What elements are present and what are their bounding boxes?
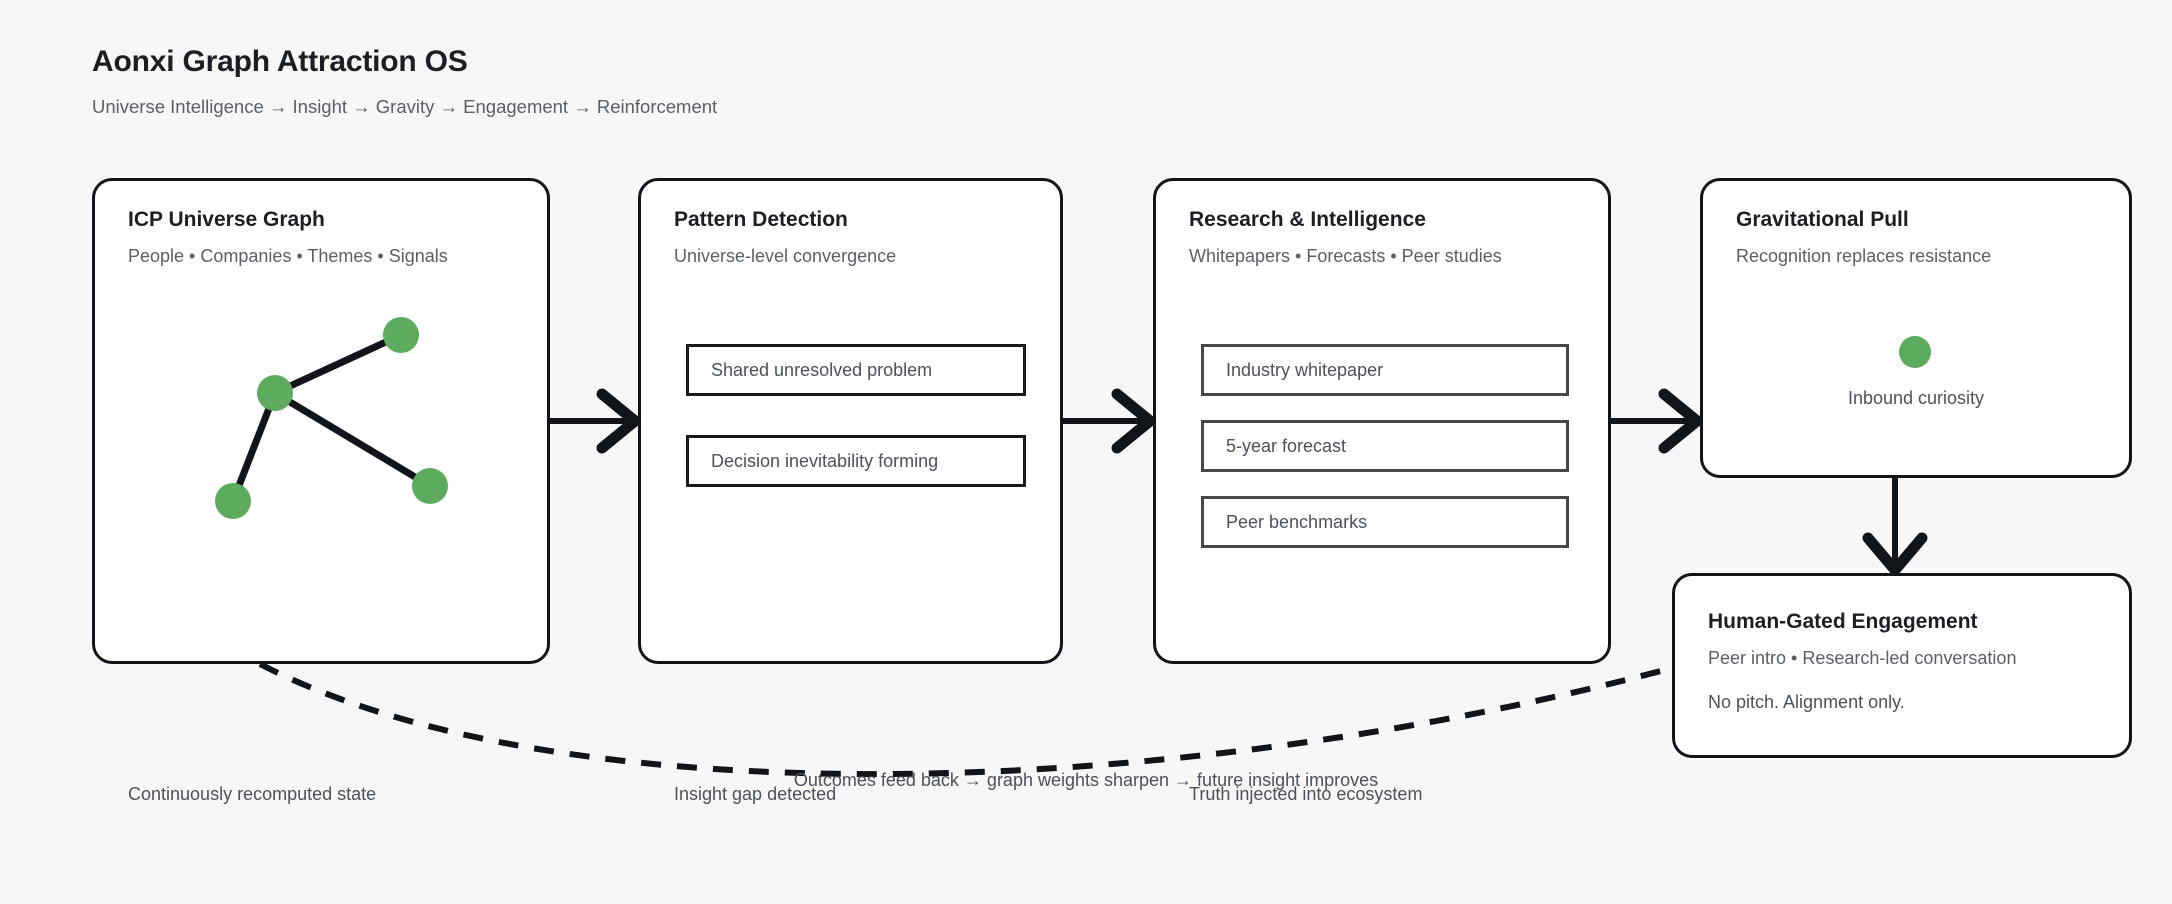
chip-label: Industry whitepaper: [1226, 359, 1384, 380]
card-subtitle: People • Companies • Themes • Signals: [128, 246, 448, 266]
chip-label: Shared unresolved problem: [711, 359, 933, 380]
card-icp-universe-graph[interactable]: ICP Universe Graph People • Companies • …: [92, 178, 550, 804]
chip-label: Decision inevitability forming: [711, 450, 939, 471]
card-pattern-detection[interactable]: Pattern Detection Universe-level converg…: [638, 178, 1063, 804]
card-subtitle: Recognition replaces resistance: [1736, 246, 1992, 266]
chip-shared-unresolved-problem[interactable]: Shared unresolved problem: [686, 344, 1026, 396]
gravity-node-dot: [1899, 336, 1931, 368]
arrow-head-2: [1111, 388, 1156, 454]
card-subtitle: Universe-level convergence: [674, 246, 897, 266]
feedback-loop-dashed-path: [258, 661, 1673, 778]
chip-decision-inevitability-forming[interactable]: Decision inevitability forming: [686, 435, 1026, 487]
card-gravitational-pull[interactable]: Gravitational Pull Recognition replaces …: [1700, 178, 2132, 478]
chip-industry-whitepaper[interactable]: Industry whitepaper: [1201, 344, 1569, 396]
card-footer: Truth injected into ecosystem: [1189, 784, 1423, 804]
arrow-head-3: [1658, 388, 1703, 454]
page-subtitle: Universe Intelligence → Insight → Gravit…: [92, 96, 718, 117]
chip-peer-benchmarks[interactable]: Peer benchmarks: [1201, 496, 1569, 548]
card-research-intelligence[interactable]: Research & Intelligence Whitepapers • Fo…: [1153, 178, 1611, 804]
card-title: Gravitational Pull: [1736, 208, 1909, 231]
card-human-gated-engagement[interactable]: Human-Gated Engagement Peer intro • Rese…: [1672, 573, 2132, 758]
card-subtitle: Peer intro • Research-led conversation: [1708, 648, 2017, 668]
card-title: ICP Universe Graph: [128, 208, 325, 231]
card-title: Pattern Detection: [674, 208, 848, 231]
card-subtitle: Whitepapers • Forecasts • Peer studies: [1189, 246, 1502, 266]
gravity-dot-label: Inbound curiosity: [1847, 388, 1985, 408]
arrow-head-1: [596, 388, 641, 454]
chip-label: 5-year forecast: [1226, 435, 1347, 456]
card-footer: Continuously recomputed state: [128, 784, 377, 804]
arrow-head-4: [1862, 532, 1928, 576]
card-title: Human-Gated Engagement: [1708, 610, 1978, 633]
chip-label: Peer benchmarks: [1226, 511, 1368, 532]
page-title: Aonxi Graph Attraction OS: [92, 45, 468, 78]
card-title: Research & Intelligence: [1189, 208, 1426, 231]
icp-network-graph: [215, 317, 448, 519]
card-footer: No pitch. Alignment only.: [1708, 692, 1905, 712]
chip-5-year-forecast[interactable]: 5-year forecast: [1201, 420, 1569, 472]
card-footer: Insight gap detected: [674, 784, 837, 804]
feedback-loop-caption: Outcomes feed back → graph weights sharp…: [793, 770, 1379, 790]
